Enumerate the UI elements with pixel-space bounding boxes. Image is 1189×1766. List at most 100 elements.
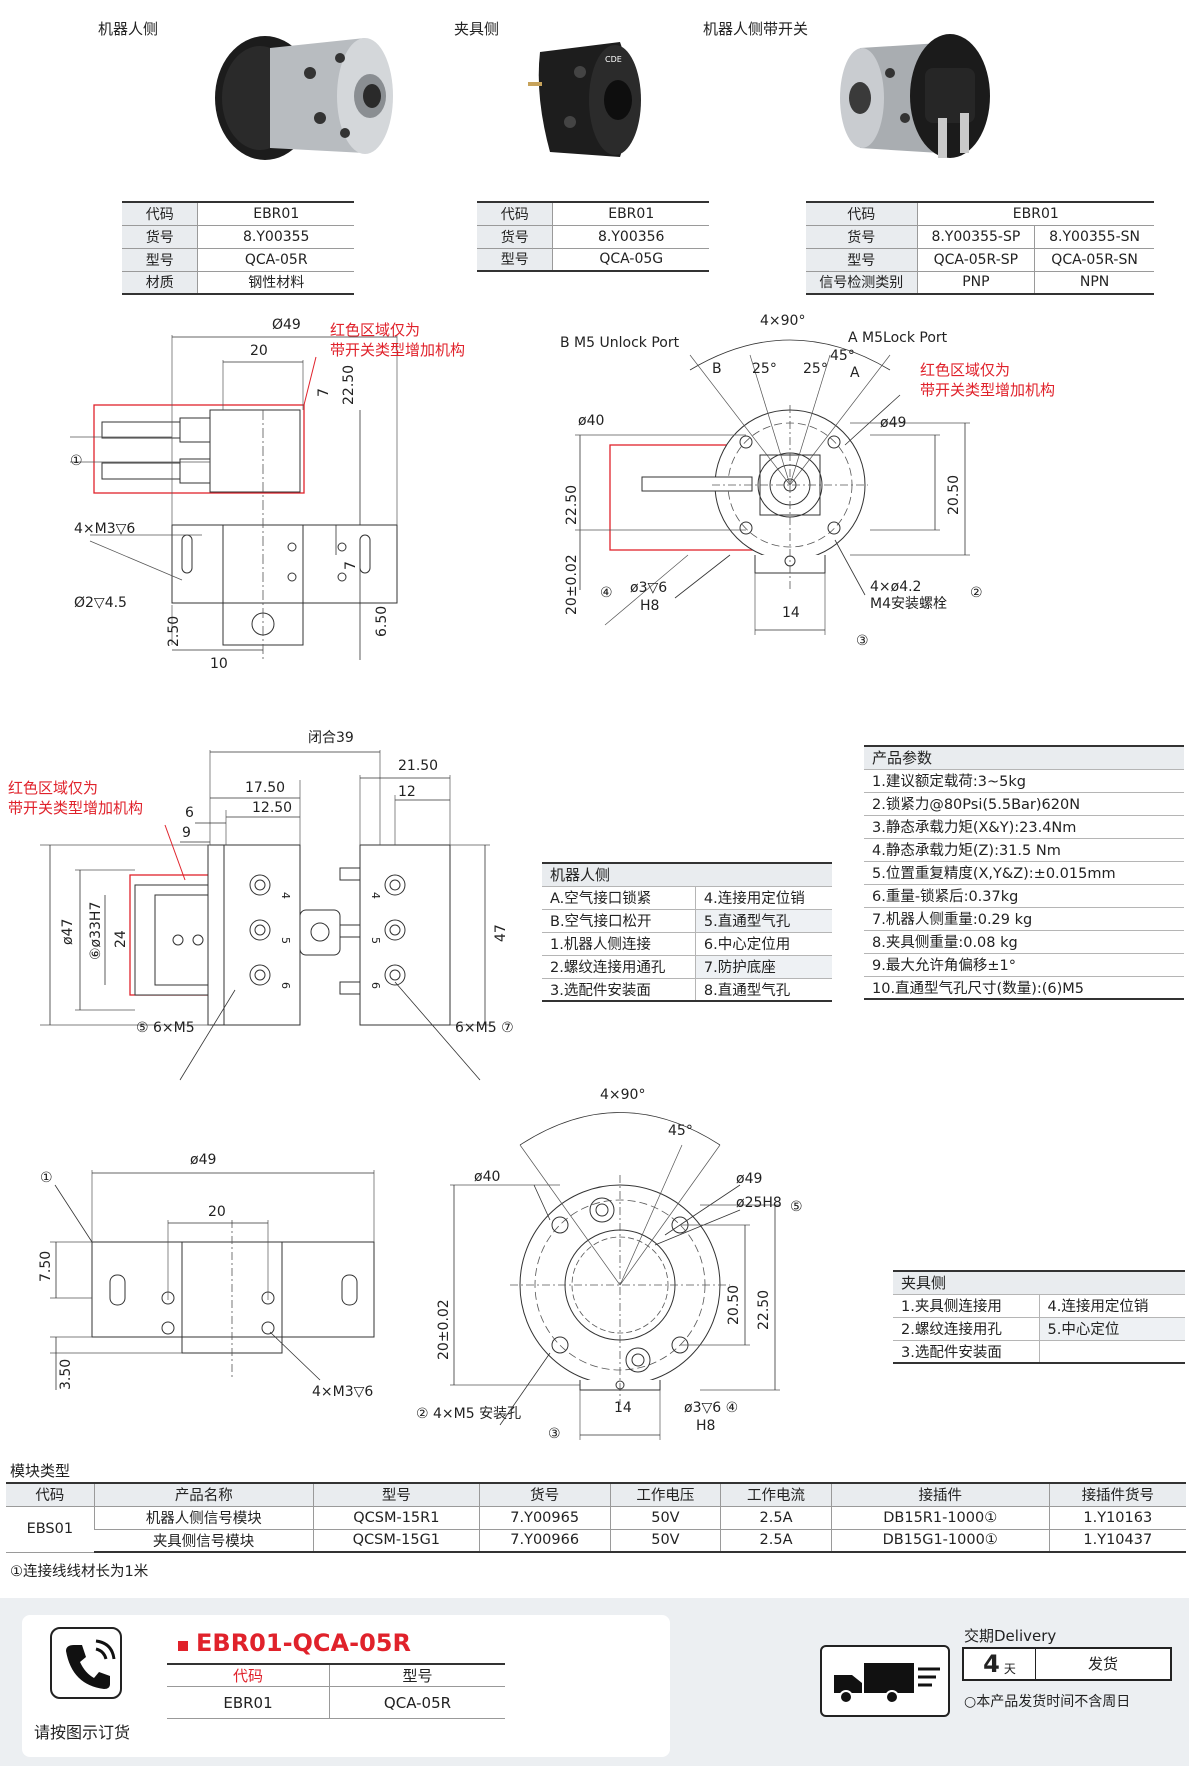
spec-value: QCA-05G <box>552 248 709 272</box>
table-header: 型号 <box>312 1482 480 1507</box>
drawing-robot-side-elevation: Ø49 20 22.50 7 ① 4×M3▽6 7 Ø2▽4.5 2.50 10… <box>60 315 420 675</box>
table-header: 货号 <box>478 1482 611 1507</box>
red-note-2b: 带开关类型增加机构 <box>920 381 1056 399</box>
dim-2250: 22.50 <box>564 485 580 525</box>
spec-value: PNP <box>916 271 1035 295</box>
table-cell: DB15G1-1000① <box>830 1529 1050 1553</box>
dim-20: 20 <box>208 1204 226 1220</box>
dim-m3: 4×M3▽6 <box>312 1384 373 1400</box>
dim-750: 7.50 <box>38 1251 54 1282</box>
dim-d40: ø40 <box>474 1169 500 1185</box>
list-item: A.空气接口锁紧 <box>542 886 696 910</box>
port-6b: 6 <box>369 982 382 989</box>
dim-h8-label: H8 <box>696 1418 716 1434</box>
table-cell: 50V <box>609 1506 721 1530</box>
list-title: 机器人侧 <box>542 862 832 887</box>
list-item <box>1038 1340 1185 1364</box>
dim-650: 6.50 <box>374 606 390 637</box>
spec-key: 型号 <box>477 248 553 272</box>
port-5a: 5 <box>279 937 292 944</box>
dim-4x90: 4×90° <box>760 313 805 329</box>
dim-4x90: 4×90° <box>600 1087 645 1103</box>
list-title: 产品参数 <box>864 745 1184 770</box>
table-cell: QCSM-15R1 <box>312 1506 480 1530</box>
red-note-3a: 红色区域仅为 <box>8 779 99 797</box>
spec-value: EBR01 <box>197 201 354 226</box>
dim-6: 6 <box>185 805 194 821</box>
robot-switch-photo <box>830 18 1020 173</box>
delivery-ship: 发货 <box>1087 1655 1118 1673</box>
drawing-fixture-side-elevation: ø49 20 ① 7.50 3.50 4×M3▽6 <box>30 1150 430 1410</box>
table-cell: 2.5A <box>720 1529 832 1553</box>
order-table: 代码 型号 EBR01 QCA-05R <box>167 1663 505 1719</box>
dim-7a: 7 <box>316 388 332 397</box>
spec-key: 信号检测类别 <box>806 271 918 295</box>
product-params: 产品参数 1.建议额定载荷:3~5kg 2.锁紧力@80Psi(5.5Bar)6… <box>864 745 1184 1000</box>
spec-value: 8.Y00356 <box>552 225 709 249</box>
table-header: 接插件 <box>830 1482 1050 1507</box>
dim-45: 45° <box>668 1123 693 1139</box>
dim-d49: ø49 <box>190 1152 216 1168</box>
dim-2150: 21.50 <box>398 758 438 774</box>
port-4b: 4 <box>369 892 382 899</box>
drawing-fixture-side-top: 4×90° 45° ø40 ø49 ø25H8 ⑤ 20±0.02 20.50 … <box>410 1085 803 1445</box>
param-item: 4.静态承载力矩(Z):31.5 Nm <box>864 838 1184 862</box>
order-box: 请按图示订货 EBR01-QCA-05R 代码 型号 EBR01 QCA-05R <box>22 1615 670 1757</box>
table-cell: 1.Y10163 <box>1048 1506 1186 1530</box>
list-item: 4.连接用定位销 <box>1038 1294 1185 1318</box>
spec-value: NPN <box>1034 271 1154 295</box>
order-bullet <box>178 1641 188 1651</box>
list-item: 2.螺纹连接用孔 <box>893 1317 1039 1341</box>
dim-14-label: 14 <box>614 1400 632 1416</box>
delivery-days-box: 4 天 发货 <box>962 1647 1172 1681</box>
dim-m5: 4×M5 安装孔 <box>433 1406 522 1422</box>
table-cell: 夹具侧信号模块 <box>94 1529 314 1553</box>
spec-value: 8.Y00355-SN <box>1034 225 1154 249</box>
table-cell: 7.Y00965 <box>478 1506 611 1530</box>
circle-2: ② <box>416 1406 429 1422</box>
dim-14: 14 <box>782 605 800 621</box>
param-item: 5.位置重复精度(X,Y&Z):±0.015mm <box>864 861 1184 885</box>
circle-4: ④ <box>725 1400 739 1416</box>
dim-2050: 20.50 <box>946 475 962 515</box>
table-row: EBS01 机器人侧信号模块 QCSM-15R1 7.Y00965 50V 2.… <box>6 1506 1186 1553</box>
table-header: 代码 <box>6 1482 95 1507</box>
dim-d49: Ø49 <box>272 317 301 333</box>
module-table: 代码 产品名称 型号 货号 工作电压 工作电流 接插件 接插件货号 EBS01 … <box>6 1482 1186 1553</box>
spec-key: 货号 <box>122 225 198 249</box>
dim-10: 10 <box>210 656 228 672</box>
circle-2: ② <box>970 585 983 601</box>
dim-d49: ø49 <box>880 415 906 431</box>
spec-value: QCA-05R <box>197 248 354 272</box>
list-item: 1.夹具侧连接用 <box>893 1294 1039 1318</box>
dim-2250: 22.50 <box>341 365 357 405</box>
label-a-port: A M5Lock Port <box>848 330 948 346</box>
param-item: 3.静态承载力矩(X&Y):23.4Nm <box>864 815 1184 839</box>
dim-45: 45° <box>830 348 855 364</box>
list-item: 4.连接用定位销 <box>694 886 832 910</box>
dim-9: 9 <box>182 825 191 841</box>
table-cell: DB15R1-1000① <box>830 1506 1050 1530</box>
table-cell: 7.Y00966 <box>478 1529 611 1553</box>
table-cell: EBS01 <box>6 1506 95 1553</box>
spec-value: QCA-05R-SP <box>916 248 1035 272</box>
phone-icon[interactable] <box>50 1627 122 1699</box>
spec-value: EBR01 <box>552 201 709 226</box>
dim-24: 24 <box>113 930 129 948</box>
circle-1: ① <box>70 453 83 469</box>
table-cell: QCSM-15G1 <box>312 1529 480 1553</box>
list-item: 1.机器人侧连接 <box>542 932 696 956</box>
dim-phi2: Ø2▽4.5 <box>74 595 127 611</box>
circle-7: ⑦ <box>501 1020 514 1036</box>
param-item: 7.机器人侧重量:0.29 kg <box>864 907 1184 931</box>
spec-key: 材质 <box>122 271 198 295</box>
dim-m4a: 4×ø4.2 <box>870 579 921 595</box>
robot-side-photo <box>200 18 410 168</box>
table-cell: 机器人侧信号模块 <box>93 1506 314 1530</box>
module-note: ①连接线线材长为1米 <box>10 1564 149 1580</box>
param-item: 1.建议额定载荷:3~5kg <box>864 769 1184 793</box>
dim-20-tol: 20±0.02 <box>436 1299 452 1360</box>
